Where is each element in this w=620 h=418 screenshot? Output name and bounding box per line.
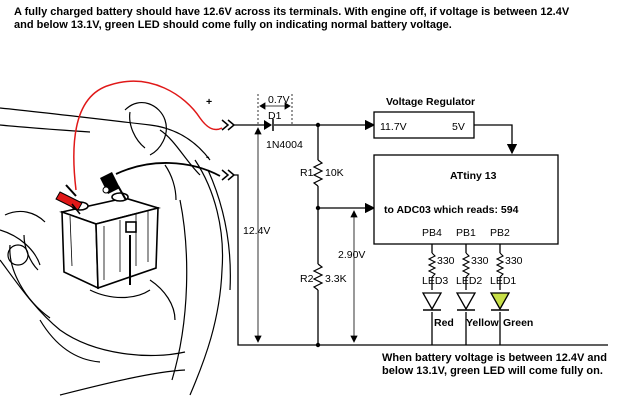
red-led-symbol — [421, 292, 443, 311]
green-led-symbol — [489, 292, 511, 311]
junction-dot — [315, 342, 321, 348]
resistor-r2-value: 3.3K — [325, 273, 347, 285]
diode-label: D1 — [268, 110, 282, 122]
divider-voltage-dimension — [350, 210, 358, 343]
pin-pb1-label: PB1 — [456, 227, 476, 239]
yellow-led-label: Yellow — [466, 317, 500, 329]
diode-drop-label: 0.7V — [268, 94, 290, 106]
resistor-pb4-value: 330 — [437, 255, 455, 267]
battery-voltage-dimension — [254, 127, 262, 343]
resistor-r1-label: R1 — [300, 167, 314, 179]
resistor-r2-label: R2 — [300, 273, 314, 285]
resistor-r1-symbol — [312, 159, 324, 187]
red-positive-clamp-icon — [55, 184, 83, 215]
yellow-led-symbol — [455, 292, 477, 311]
diode-d1-symbol — [264, 119, 274, 131]
resistor-r2-symbol — [312, 263, 324, 291]
black-negative-clamp-icon — [100, 172, 127, 201]
junction-dot — [315, 205, 321, 211]
regulator-output-label: 5V — [452, 121, 465, 133]
resistor-pb2-value: 330 — [505, 255, 523, 267]
pin-resistors — [427, 252, 505, 278]
junction-dot — [315, 122, 321, 128]
resistor-330-pb2-symbol — [495, 252, 505, 278]
regulator-input-label: 11.7V — [380, 121, 407, 133]
regulator-title: Voltage Regulator — [386, 96, 475, 108]
diode-part-number: 1N4004 — [266, 139, 303, 151]
negative-terminal-label: - — [206, 151, 210, 163]
positive-connector-icon — [221, 119, 236, 131]
led1-label: LED1 — [490, 275, 516, 287]
battery-voltage-label: 12.4V — [243, 225, 270, 237]
diode-drop-dimension — [257, 94, 293, 125]
resistor-330-pb4-symbol — [427, 252, 437, 278]
positive-cable — [73, 80, 223, 191]
resistor-pb1-value: 330 — [471, 255, 489, 267]
red-led-label: Red — [434, 317, 454, 329]
led3-label: LED3 — [422, 275, 448, 287]
attiny13-box — [373, 154, 559, 245]
circuit-wires — [234, 119, 608, 346]
negative-cable — [115, 162, 221, 177]
mcu-name: ATtiny 13 — [450, 170, 497, 182]
bottom-caption: When battery voltage is between 12.4V an… — [382, 352, 607, 377]
divider-voltage-label: 2.90V — [338, 249, 365, 261]
positive-terminal-label: + — [206, 96, 212, 108]
resistor-r1-value: 10K — [325, 167, 344, 179]
negative-connector-icon — [221, 169, 236, 181]
led2-label: LED2 — [456, 275, 482, 287]
pin-pb4-label: PB4 — [422, 227, 442, 239]
top-caption: A fully charged battery should have 12.6… — [14, 6, 570, 31]
voltage-regulator-box — [373, 111, 475, 139]
resistor-330-pb1-symbol — [461, 252, 471, 278]
car-engine-bay-illustration — [0, 102, 231, 396]
green-led-label: Green — [503, 317, 533, 329]
adc-reading-label: to ADC03 which reads: 594 — [384, 204, 519, 216]
pin-pb2-label: PB2 — [490, 227, 510, 239]
